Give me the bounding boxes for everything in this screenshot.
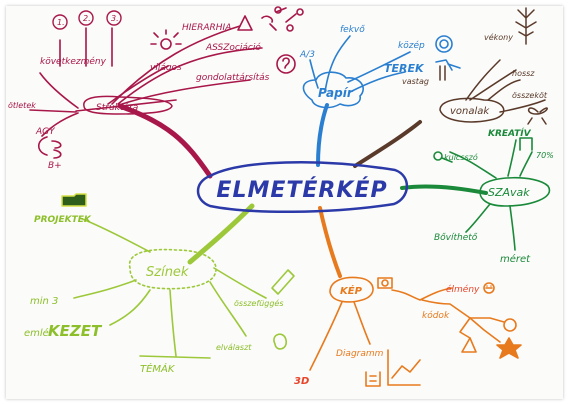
projektek-label: PROJEKTEK bbox=[34, 215, 92, 225]
b-plus-label: B+ bbox=[48, 161, 62, 171]
number-1-label: 1. bbox=[57, 18, 65, 27]
branch-szavak bbox=[400, 184, 488, 195]
kep-label: KÉP bbox=[340, 284, 363, 297]
struktura-subbranches bbox=[29, 6, 304, 159]
asszociacio-label: ASSZociáció bbox=[205, 42, 261, 53]
kreativ-label: KREATÍV bbox=[488, 127, 532, 139]
min3-label: min 3 bbox=[30, 296, 58, 307]
kodok-label: kódok bbox=[422, 310, 450, 321]
number-3-label: 3. bbox=[111, 14, 119, 23]
vonalak-subbranches bbox=[439, 7, 548, 125]
temak-label: TÉMÁK bbox=[140, 362, 176, 375]
szinek-label: Színek bbox=[146, 265, 189, 280]
center-node-outline bbox=[196, 161, 409, 213]
vekony-label: vékony bbox=[484, 32, 513, 42]
percent-label: 70% bbox=[536, 151, 554, 160]
otletek-label: ötletek bbox=[8, 101, 36, 110]
szinek-subbranches bbox=[73, 217, 295, 359]
3d-label: 3D bbox=[294, 376, 309, 387]
branch-papir bbox=[316, 103, 329, 167]
center-label: ELMETÉRKÉP bbox=[216, 177, 387, 203]
meret-label: méret bbox=[500, 253, 531, 265]
kovetkezmeny-label: következmény bbox=[40, 56, 107, 67]
fekvo-label: fekvő bbox=[340, 25, 365, 35]
hossz-label: hossz bbox=[512, 69, 535, 78]
number-2-label: 2. bbox=[83, 14, 91, 23]
vilagos-label: világos bbox=[150, 63, 182, 73]
struktura-label-frame bbox=[83, 95, 173, 115]
kep-subbranches bbox=[309, 276, 522, 387]
kozep-label: közép bbox=[398, 40, 425, 51]
osszekot-label: összeköt bbox=[512, 91, 548, 100]
branch-struktura bbox=[117, 103, 213, 179]
projektek-icon bbox=[61, 193, 87, 207]
mind-map: ELMETÉRKÉP Struktúra HIERARHIA ASSZociác… bbox=[8, 6, 554, 387]
a3-label: A/3 bbox=[299, 50, 315, 60]
struktura-label: Struktúra bbox=[96, 103, 138, 113]
elmeny-label: élmény bbox=[446, 284, 480, 295]
papir-subbranches bbox=[302, 35, 461, 109]
osszefugges-label: összefüggés bbox=[234, 298, 283, 308]
diagramm-label: Diagramm bbox=[336, 349, 384, 359]
hierarchia-label: HIERARHIA bbox=[182, 23, 231, 33]
branch-vonalak bbox=[353, 120, 422, 168]
szavak-subbranches bbox=[433, 137, 551, 251]
labels: ELMETÉRKÉP Struktúra HIERARHIA ASSZociác… bbox=[8, 14, 554, 387]
gondolattarsitas-label: gondolattársítás bbox=[196, 73, 270, 83]
agy-label: AGY bbox=[35, 127, 56, 137]
terek-label: TEREK bbox=[384, 62, 425, 75]
papir-label: Papír bbox=[318, 86, 354, 100]
elvalaszt-label: elválaszt bbox=[216, 343, 252, 352]
branch-szinek bbox=[187, 203, 255, 265]
number-circles bbox=[52, 10, 122, 30]
branch-kep bbox=[318, 206, 342, 278]
vonalak-label: vonalak bbox=[450, 106, 490, 117]
bovitheto-label: Bővíthető bbox=[434, 233, 478, 243]
emlekezet-label-b: KEZET bbox=[48, 322, 103, 340]
szavak-label: SZAvak bbox=[488, 186, 530, 199]
emlekezet-label-a: emlé bbox=[24, 327, 49, 339]
vastag-label: vastag bbox=[402, 77, 429, 86]
kulcsszo-label: kulcsszó bbox=[444, 152, 478, 162]
paper-sheet: ELMETÉRKÉP Struktúra HIERARHIA ASSZociác… bbox=[6, 6, 563, 399]
